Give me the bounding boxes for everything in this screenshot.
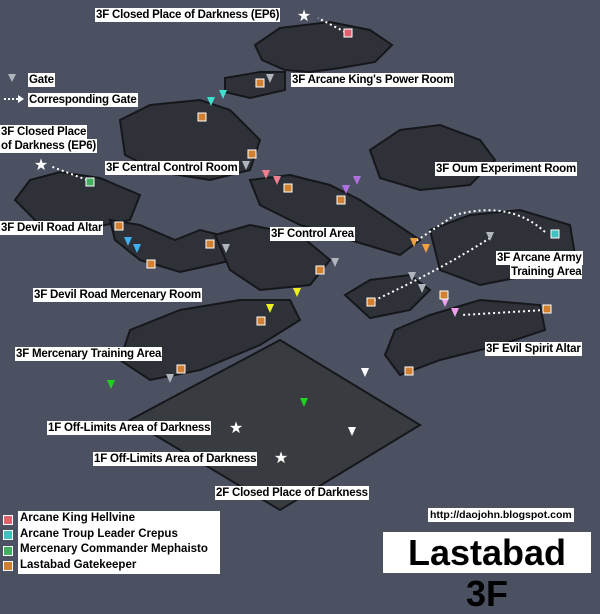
npc-gatekeeper-icon xyxy=(197,112,207,122)
location-label: 3F Central Control Room xyxy=(105,161,239,175)
npc-gatekeeper-icon xyxy=(176,364,186,374)
gatekeeper-icon xyxy=(3,561,13,571)
gate-icon xyxy=(451,308,459,317)
gate-icon xyxy=(273,176,281,185)
npc-gatekeeper-icon xyxy=(366,297,376,307)
island-ep6-top xyxy=(253,20,394,74)
gate-icon xyxy=(441,298,449,307)
gate-icon xyxy=(486,232,494,241)
hellvine-icon xyxy=(3,515,13,525)
npc-gatekeeper-icon xyxy=(283,183,293,193)
island-ep6-left xyxy=(13,170,142,230)
star-icon: ★ xyxy=(34,157,48,174)
npc-markers xyxy=(85,28,560,376)
location-label: 3F Arcane Army xyxy=(496,251,583,265)
legend-item: Lastabad Gatekeeper xyxy=(20,558,137,571)
location-label: 1F Off-Limits Area of Darkness xyxy=(93,452,258,466)
legend-arrow xyxy=(4,95,24,103)
gate-icon xyxy=(207,97,215,106)
corresponding-gate-arrows xyxy=(49,17,546,316)
gate-icon xyxy=(107,380,115,389)
npc-gatekeeper-icon xyxy=(315,265,325,275)
gate-icon xyxy=(133,244,141,253)
gate-icon xyxy=(353,176,361,185)
npc-gatekeeper-icon xyxy=(439,290,449,300)
npc-crepus-icon xyxy=(550,229,560,239)
island-evil-altar xyxy=(383,298,547,377)
gate-icon xyxy=(300,398,308,407)
island-control-low xyxy=(343,273,432,320)
gate-icon xyxy=(331,258,339,267)
legend-item: Mercenary Commander Mephaisto xyxy=(20,543,208,555)
stars: ★ ★ ★ ★ xyxy=(34,8,311,467)
gate-icon xyxy=(361,368,369,377)
map-title: Lastabad 3F xyxy=(383,532,591,614)
gate-icon xyxy=(418,284,426,293)
gate-icon xyxy=(166,374,174,383)
gate-icon xyxy=(222,244,230,253)
legend-item: Arcane King Hellvine xyxy=(20,512,136,524)
gate-icon xyxy=(342,185,350,194)
location-label: 3F Oum Experiment Room xyxy=(435,162,578,176)
location-label: Training Area xyxy=(510,265,583,279)
star-icon: ★ xyxy=(229,420,243,437)
corresponding-gate-key-label: Corresponding Gate xyxy=(28,93,138,107)
location-label: 3F Closed Place of Darkness (EP6) xyxy=(95,8,281,22)
island-2f-dark xyxy=(127,338,422,512)
gate-icon xyxy=(266,304,274,313)
gate-icon xyxy=(262,170,270,179)
island-oum xyxy=(368,123,497,192)
gate-icon xyxy=(348,427,356,436)
gate-icon xyxy=(219,90,227,99)
npc-gatekeeper-icon xyxy=(205,239,215,249)
gate-icon xyxy=(410,238,418,247)
npc-gatekeeper-icon xyxy=(146,259,156,269)
star-icon: ★ xyxy=(274,450,288,467)
location-label: 1F Off-Limits Area of Darkness xyxy=(47,421,212,435)
npc-gatekeeper-icon xyxy=(542,304,552,314)
gate-icon xyxy=(293,288,301,297)
npc-gatekeeper-icon xyxy=(404,366,414,376)
npc-gatekeeper-icon xyxy=(255,78,265,88)
location-label: 3F Devil Road Mercenary Room xyxy=(33,288,202,302)
location-label: 3F Evil Spirit Altar xyxy=(485,342,582,356)
island-merc-train xyxy=(118,299,302,382)
gate-icon xyxy=(242,161,250,170)
gate-icon xyxy=(8,74,16,82)
npc-gatekeeper-icon xyxy=(336,195,346,205)
gate-icon xyxy=(422,244,430,253)
location-label: 3F Arcane King's Power Room xyxy=(291,73,455,87)
legend-item: Arcane Troup Leader Crepus xyxy=(20,527,178,540)
npc-hellvine-icon xyxy=(343,28,353,38)
island-power-room xyxy=(224,71,286,100)
location-label: 2F Closed Place of Darkness xyxy=(215,486,369,500)
location-label: 3F Devil Road Altar xyxy=(0,221,104,235)
star-icon: ★ xyxy=(297,8,311,25)
gates xyxy=(8,74,494,436)
gate-key-label: Gate xyxy=(28,73,55,87)
crepus-icon xyxy=(3,530,13,540)
location-label: 3F Mercenary Training Area xyxy=(15,347,163,361)
location-label: 3F Control Area xyxy=(270,227,355,241)
location-label: of Darkness (EP6) xyxy=(0,139,98,153)
npc-gatekeeper-icon xyxy=(256,316,266,326)
gate-icon xyxy=(124,237,132,246)
gate-icon xyxy=(266,74,274,83)
source-url: http://daojohn.blogspot.com xyxy=(428,508,574,522)
npc-gatekeeper-icon xyxy=(114,221,124,231)
location-label: 3F Closed Place xyxy=(0,125,88,139)
npc-gatekeeper-icon xyxy=(247,149,257,159)
mephaisto-icon xyxy=(3,546,13,556)
npc-mephaisto-icon xyxy=(85,177,95,187)
gate-icon xyxy=(408,272,416,281)
island-control-area xyxy=(248,173,422,257)
